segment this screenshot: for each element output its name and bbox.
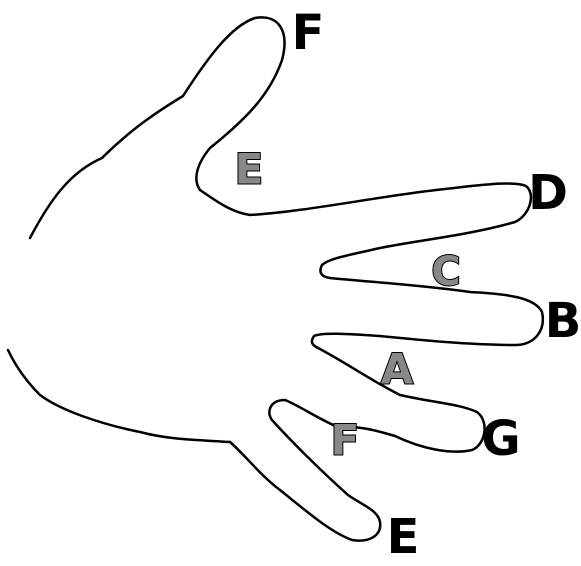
note-label-space-ring-pinky: F (331, 416, 360, 465)
note-label-space-middle-ring: A (381, 345, 414, 394)
note-label-middle-tip: B (545, 293, 581, 349)
note-label-pinky-tip: E (387, 509, 420, 565)
note-label-ring-tip: G (481, 411, 520, 467)
note-label-space-thumb-index: E (235, 145, 264, 194)
note-label-index-tip: D (528, 165, 568, 221)
note-label-space-index-middle: C (431, 249, 460, 295)
note-label-thumb-tip: F (292, 5, 325, 61)
